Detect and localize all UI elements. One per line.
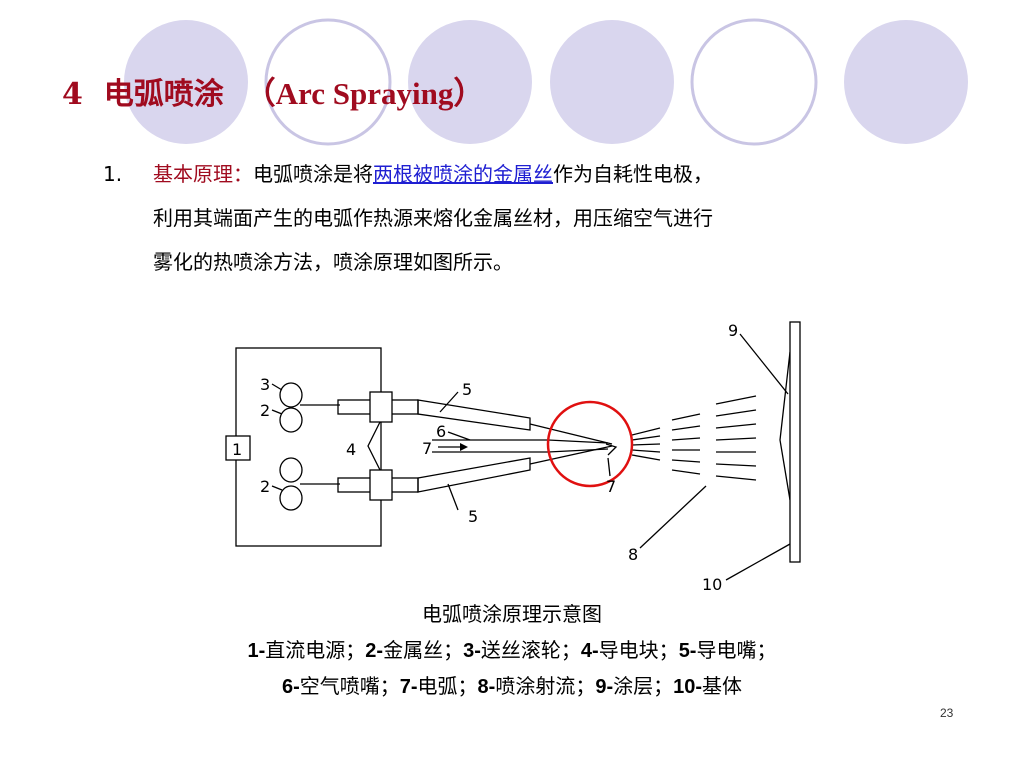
page-number: 23 [940, 706, 954, 720]
power-box [225, 435, 251, 461]
legend-num: 7- [399, 676, 418, 698]
deco-circle [550, 20, 674, 144]
legend-num: 4- [580, 640, 599, 662]
legend-text: 电弧； [417, 674, 478, 698]
legend-text: 涂层； [613, 674, 674, 698]
title-number: 4 [62, 77, 83, 112]
caption-legend-line-1: 1-直流电源；2-金属丝；3-送丝滚轮；4-导电块；5-导电嘴； [0, 634, 1024, 663]
roller-top-1 [279, 382, 303, 408]
deco-circle [408, 20, 532, 144]
legend-num: 3- [463, 640, 481, 662]
label-air-nozzle: 6 [436, 422, 446, 441]
title-chinese: 电弧喷涂 [103, 77, 224, 112]
principle-paragraph: 1. 基本原理：电弧喷涂是将两根被喷涂的金属丝作为自耗性电极， 利用其端面产生的电… [103, 152, 973, 284]
legend-num: 9- [595, 676, 614, 698]
label-roller: 3 [260, 375, 270, 394]
deco-circle [844, 20, 968, 144]
legend-text: 送丝滚轮； [480, 638, 581, 662]
label-arc-right: 7 [606, 477, 616, 496]
principle-link[interactable]: 两根被喷涂的金属丝 [373, 162, 553, 186]
principle-line-3: 雾化的热喷涂方法，喷涂原理如图所示。 [153, 250, 513, 274]
label-nozzle-top: 5 [462, 380, 472, 399]
legend-text: 导电块； [598, 638, 679, 662]
conductive-block-top [369, 391, 393, 423]
legend-num: 6- [281, 676, 300, 698]
slide-title: 4 电弧喷涂 （Arc Spraying） [62, 68, 484, 113]
roller-bottom-2 [279, 485, 303, 511]
legend-num: 1- [247, 640, 266, 662]
label-coating: 9 [728, 321, 738, 340]
legend-num: 10- [673, 676, 703, 698]
deco-circle-outline [690, 18, 818, 146]
label-power: 1 [232, 440, 242, 459]
label-jet: 8 [628, 545, 638, 564]
deco-circle [124, 20, 248, 144]
coating [779, 351, 791, 501]
label-arc-left: 7 [422, 439, 432, 458]
spray-jet [631, 395, 757, 481]
legend-text: 空气喷嘴； [299, 674, 400, 698]
roller-top-2 [279, 407, 303, 433]
principle-line-2: 利用其端面产生的电弧作热源来熔化金属丝材，用压缩空气进行 [153, 206, 713, 230]
nozzle-top-tip [417, 399, 531, 431]
conductive-block-bottom [369, 469, 393, 501]
label-block: 4 [346, 440, 356, 459]
legend-num: 2- [365, 640, 384, 662]
legend-text: 导电嘴； [696, 638, 777, 662]
principle-number: 1. [103, 162, 123, 186]
label-wire-top: 2 [260, 401, 270, 420]
label-substrate: 10 [702, 575, 722, 594]
legend-text: 金属丝； [383, 638, 464, 662]
caption-legend-line-2: 6-空气喷嘴；7-电弧；8-喷涂射流；9-涂层；10-基体 [0, 670, 1024, 699]
legend-text: 直流电源； [265, 638, 366, 662]
legend-text: 基体 [702, 674, 743, 698]
deco-circle-outline [264, 18, 392, 146]
legend-num: 5- [678, 640, 697, 662]
substrate [789, 321, 801, 563]
power-frame [235, 347, 382, 547]
arc-highlight-circle [546, 400, 634, 488]
principle-text-after: 作为自耗性电极， [553, 162, 713, 186]
diagram-caption-title: 电弧喷涂原理示意图 [422, 602, 602, 626]
roller-bottom-1 [279, 457, 303, 483]
legend-num: 8- [477, 676, 496, 698]
principle-label: 基本原理： [153, 162, 253, 186]
title-english: （Arc Spraying） [244, 76, 485, 111]
label-wire-bottom: 2 [260, 477, 270, 496]
principle-text-before: 电弧喷涂是将 [253, 162, 373, 186]
label-nozzle-bottom: 5 [468, 507, 478, 526]
legend-text: 喷涂射流； [495, 674, 596, 698]
nozzle-bottom-tip [417, 457, 531, 493]
